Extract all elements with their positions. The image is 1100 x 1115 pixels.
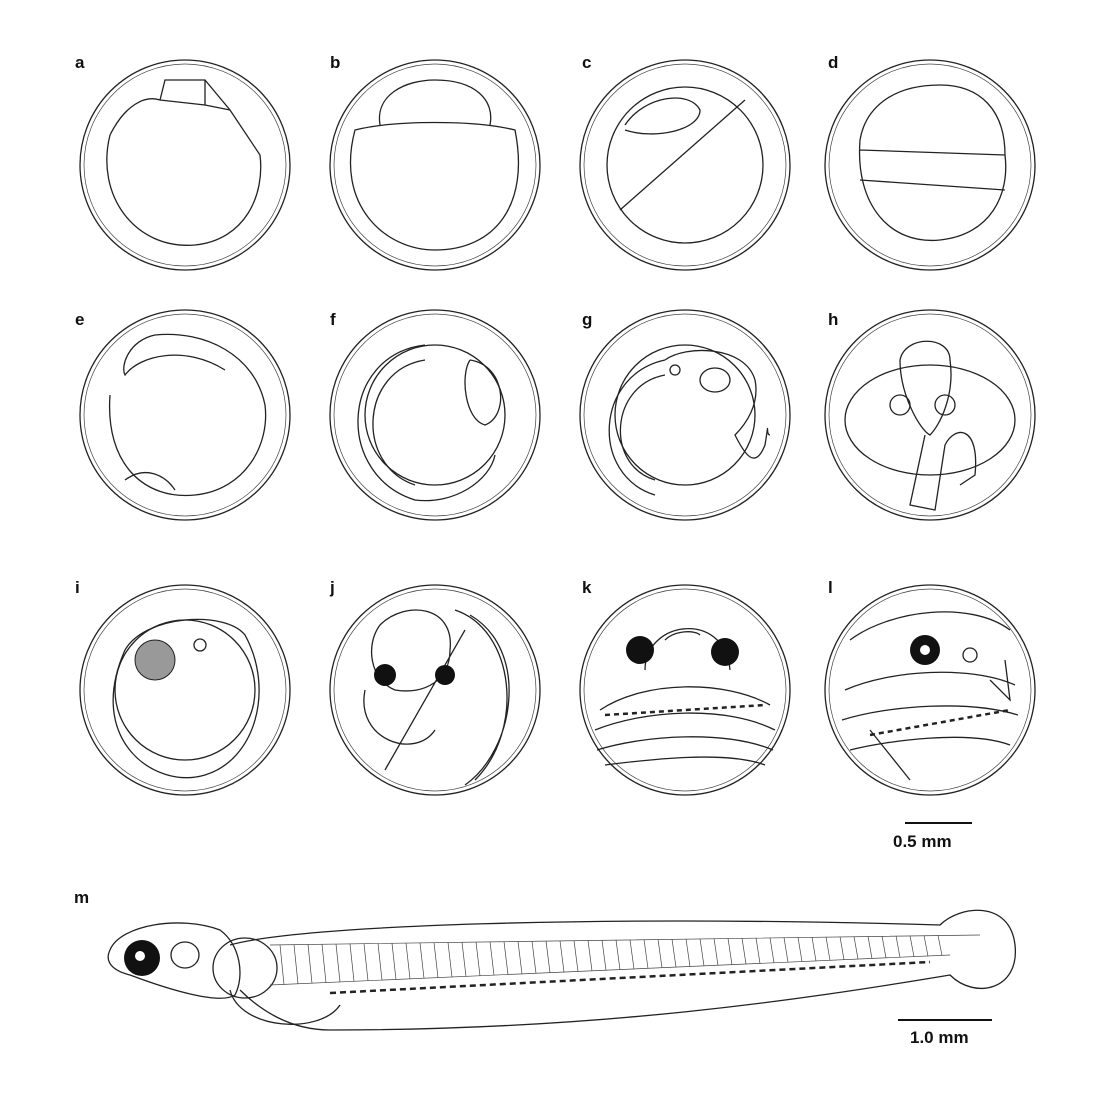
myomere-line xyxy=(867,936,873,959)
embryo-drawing-h xyxy=(824,309,1036,521)
embryo-drawing-a xyxy=(79,59,291,271)
panel-label-g: g xyxy=(582,310,593,329)
embryo-drawing-k xyxy=(579,584,791,796)
panel-label-d: d xyxy=(828,53,839,72)
myomere-line xyxy=(587,940,593,972)
myomere-line xyxy=(545,940,551,973)
embryo-drawing-l xyxy=(824,584,1036,796)
myomere-line xyxy=(363,943,369,981)
panel-label-c: c xyxy=(582,53,592,72)
myomere-line xyxy=(671,939,677,968)
myomere-line xyxy=(391,943,397,980)
panel-label-m: m xyxy=(74,888,90,907)
myomere-line xyxy=(517,941,523,975)
myomere-line xyxy=(839,936,845,960)
panel-label-h: h xyxy=(828,310,839,329)
myomere-line xyxy=(895,935,901,958)
myomere-line xyxy=(419,942,425,979)
myomere-line xyxy=(601,940,607,971)
larva-drawing xyxy=(107,909,1016,1031)
myomere-line xyxy=(797,937,803,962)
panel-label-i: i xyxy=(75,578,80,597)
myomere-line xyxy=(657,939,663,968)
myomere-line xyxy=(573,940,579,972)
panel-label-e: e xyxy=(75,310,85,329)
myomere-line xyxy=(405,942,411,980)
myomere-line xyxy=(293,944,299,984)
scale-bar-larva-label: 1.0 mm xyxy=(910,1028,969,1047)
myomere-line xyxy=(349,943,355,982)
panel-label-f: f xyxy=(330,310,336,329)
myomere-line xyxy=(321,944,327,983)
panel-label-k: k xyxy=(582,578,592,597)
panel-label-b: b xyxy=(330,53,341,72)
embryo-drawing-g xyxy=(579,309,791,521)
myomere-line xyxy=(769,937,775,963)
myomere-line xyxy=(699,938,705,967)
myomere-line xyxy=(923,935,929,957)
embryo-drawing-e xyxy=(79,309,291,521)
embryo-drawing-b xyxy=(329,59,541,271)
myomere-line xyxy=(279,944,285,985)
embryo-drawing-f xyxy=(329,309,541,521)
myomere-line xyxy=(937,935,943,956)
scale-bar-embryo-label: 0.5 mm xyxy=(893,832,952,851)
myomere-line xyxy=(531,941,537,974)
myomere-line xyxy=(559,940,565,973)
myomere-line xyxy=(727,938,733,965)
myomere-line xyxy=(741,938,747,965)
embryo-drawing-j xyxy=(329,584,541,796)
myomere-line xyxy=(489,941,495,976)
embryo-drawing-d xyxy=(824,59,1036,271)
myomere-line xyxy=(377,943,383,981)
myomere-line xyxy=(811,936,817,962)
myomere-line xyxy=(307,944,313,984)
embryo-drawing-c xyxy=(579,59,791,271)
myomere-line xyxy=(881,935,887,959)
embryo-drawing-i xyxy=(79,584,291,796)
myomere-line xyxy=(643,939,649,969)
myomere-line xyxy=(615,939,621,970)
myomere-line xyxy=(755,937,761,964)
myomere-line xyxy=(629,939,635,970)
myomere-line xyxy=(685,938,691,967)
myomere-line xyxy=(335,943,341,983)
myomere-line xyxy=(447,942,453,978)
myomere-line xyxy=(909,935,915,957)
panel-label-a: a xyxy=(75,53,85,72)
myomere-line xyxy=(825,936,831,961)
myomere-line xyxy=(475,941,481,976)
myomere-line xyxy=(713,938,719,966)
myomere-line xyxy=(783,937,789,963)
panel-label-j: j xyxy=(330,578,335,597)
myomere-line xyxy=(461,942,467,977)
myomere-line xyxy=(853,936,859,960)
myomere-line xyxy=(433,942,439,978)
panel-label-l: l xyxy=(828,578,833,597)
myomere-line xyxy=(503,941,509,975)
